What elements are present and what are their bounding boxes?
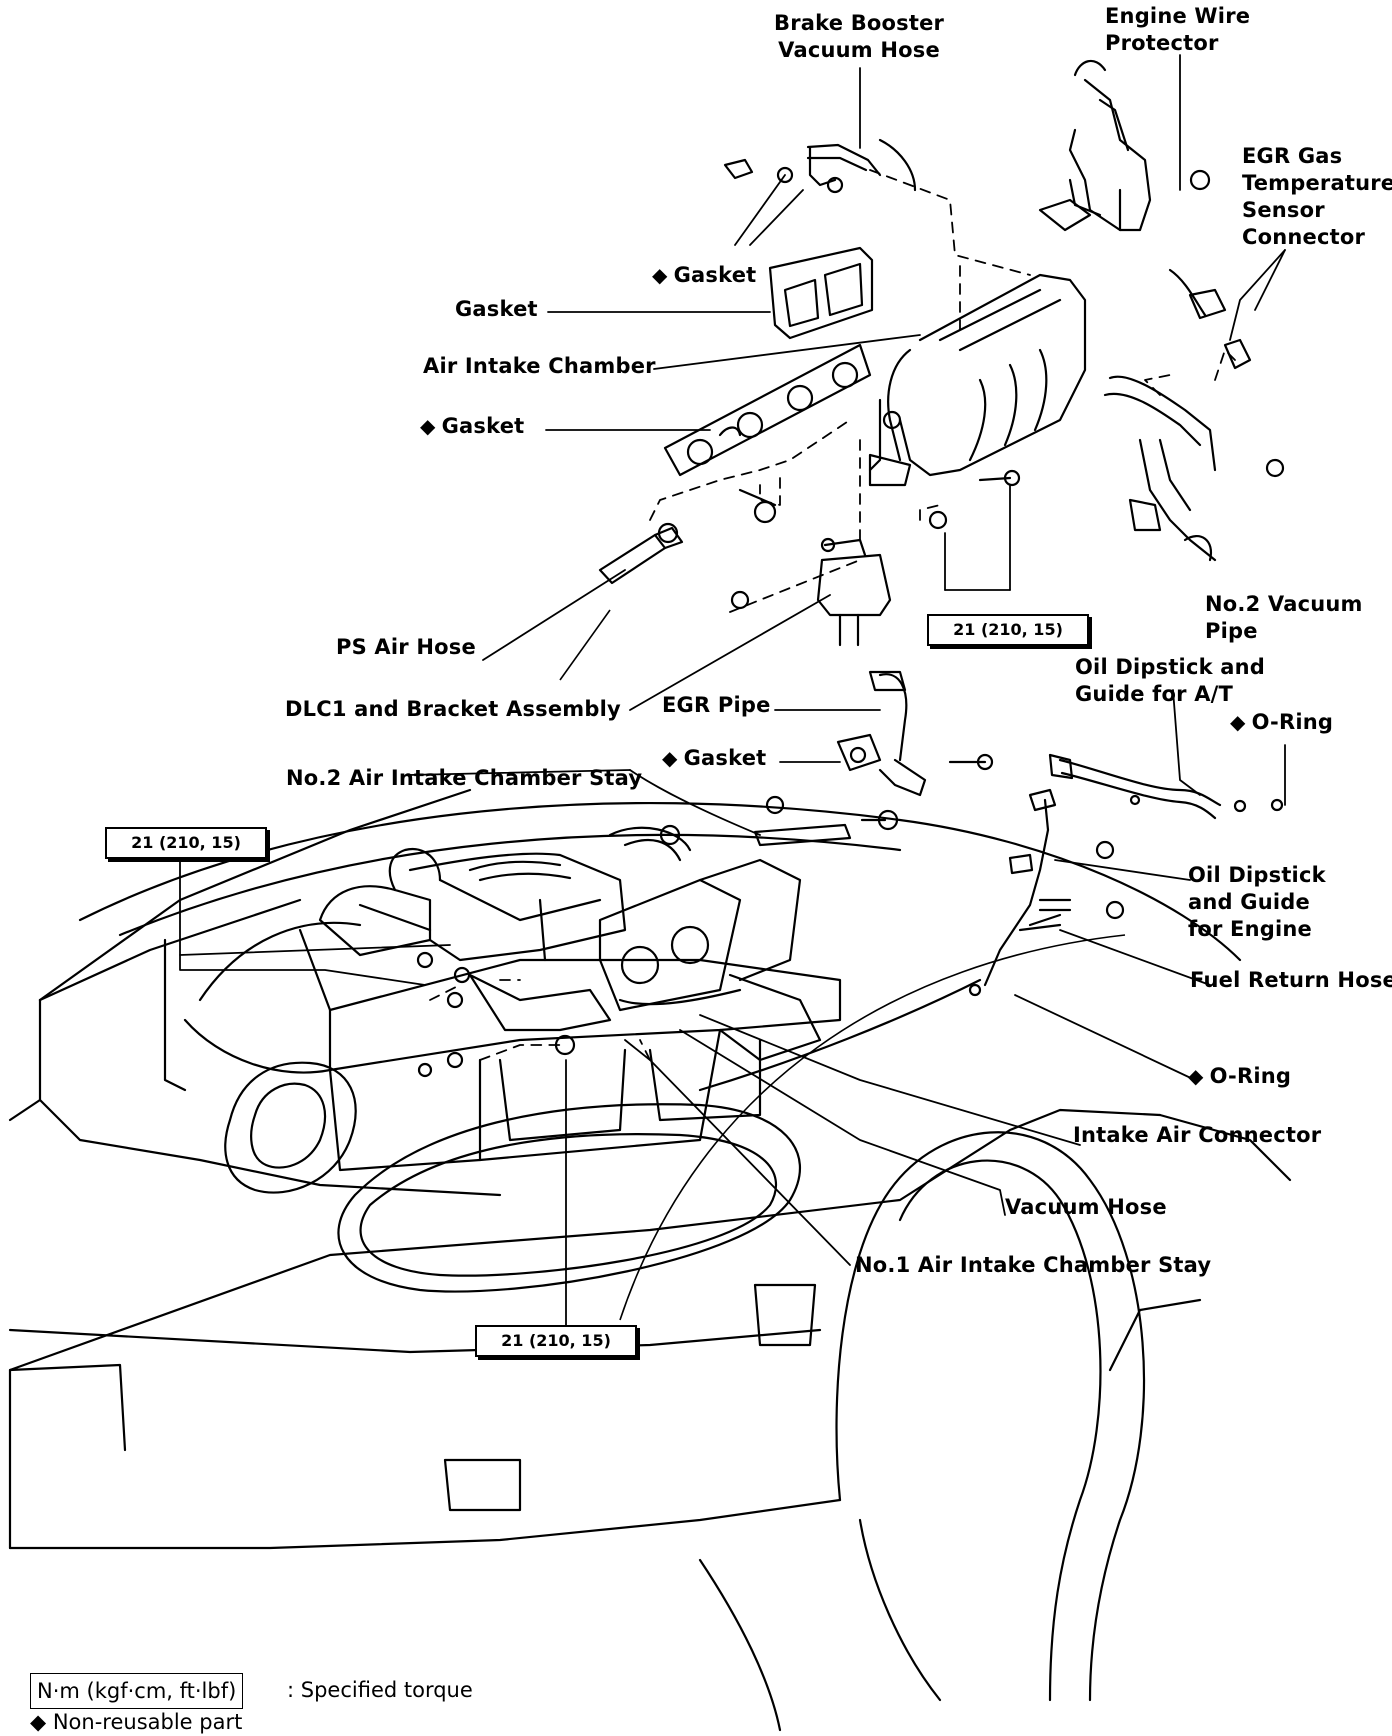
legend-nonreusable: ◆ Non-reusable part — [30, 1710, 242, 1734]
ps-air-hose-part — [598, 522, 684, 585]
diamond-icon: ◆ — [1230, 710, 1246, 734]
no2-vacuum-pipe-label: No.2 Vacuum Pipe — [1205, 591, 1363, 645]
egr-gas-sensor-label: EGR Gas Temperature Sensor Connector — [1242, 143, 1392, 251]
long-leaders — [559, 609, 1126, 1321]
no2-vacuum-pipe-part — [1103, 375, 1217, 562]
oil-dipstick-at-label: Oil Dipstick and Guide for A/T — [1075, 654, 1265, 708]
diamond-icon: ◆ — [30, 1710, 47, 1734]
gasket-manifold-label: ◆Gasket — [420, 413, 524, 440]
legend-nonreusable-text: Non-reusable part — [52, 1710, 243, 1734]
fuel-return-hose-part — [1038, 898, 1072, 912]
no2-stay-label: No.2 Air Intake Chamber Stay — [286, 766, 643, 790]
car-body — [8, 788, 1292, 1732]
no2-stay-part — [753, 823, 852, 847]
engine-wire-protector-label: Engine Wire Protector — [1105, 3, 1250, 57]
ps-air-hose-label: PS Air Hose — [336, 635, 476, 659]
label-line: Vacuum Hose — [778, 38, 940, 62]
torque-spec-bottom: 21 (210, 15) — [475, 1325, 637, 1357]
label-text: Gasket — [673, 263, 757, 287]
label-text: Gasket — [441, 414, 525, 438]
fuel-return-hose-label: Fuel Return Hose — [1190, 968, 1392, 992]
legend-torque-desc: : Specified torque — [287, 1678, 473, 1702]
label-text: O-Ring — [1251, 710, 1334, 734]
label-line: Brake Booster — [774, 11, 945, 35]
manifold-gasket-part — [663, 343, 872, 477]
diamond-icon: ◆ — [662, 746, 678, 770]
label-line: Guide for A/T — [1075, 682, 1234, 706]
egr-connector-part — [1168, 268, 1252, 370]
label-line: Oil Dipstick and — [1075, 655, 1266, 679]
label-line: Engine Wire — [1105, 4, 1251, 28]
egr-pipe-part — [836, 670, 927, 797]
intake-air-connector-label: Intake Air Connector — [1073, 1123, 1322, 1147]
air-intake-chamber-label: Air Intake Chamber — [423, 354, 656, 378]
diamond-icon: ◆ — [420, 414, 436, 438]
assembly-dashes — [429, 169, 1236, 1061]
label-line: Connector — [1242, 225, 1366, 249]
o-ring-bottom-label: ◆O-Ring — [1188, 1063, 1291, 1090]
label-text: O-Ring — [1209, 1064, 1292, 1088]
egr-pipe-label: EGR Pipe — [662, 693, 771, 717]
label-text: Gasket — [683, 746, 767, 770]
no1-stay-label: No.1 Air Intake Chamber Stay — [855, 1253, 1212, 1277]
air-intake-chamber-part — [868, 273, 1087, 487]
oil-dipstick-engine-label: Oil Dipstick and Guide for Engine — [1188, 862, 1326, 943]
vacuum-hose-label: Vacuum Hose — [1005, 1195, 1167, 1219]
brake-booster-hose-label: Brake Booster Vacuum Hose — [774, 10, 944, 64]
legend-torque-box: N·m (kgf·cm, ft·lbf) — [30, 1673, 244, 1709]
label-line: Oil Dipstick — [1188, 863, 1326, 887]
gasket-top-label: ◆Gasket — [652, 262, 756, 289]
engine-wire-protector-part — [1038, 59, 1152, 232]
diamond-icon: ◆ — [652, 263, 668, 287]
label-line: for Engine — [1188, 917, 1312, 941]
torque-spec-upper: 21 (210, 15) — [927, 614, 1089, 646]
dlc1-bracket-label: DLC1 and Bracket Assembly — [285, 697, 621, 721]
label-line: and Guide — [1188, 890, 1310, 914]
diamond-icon: ◆ — [1188, 1064, 1204, 1088]
engine-assembly — [183, 824, 842, 1172]
brake-booster-hose-part — [723, 138, 917, 194]
torque-spec-left: 21 (210, 15) — [105, 827, 267, 859]
gasket-plate-part — [768, 246, 874, 340]
label-line: Protector — [1105, 31, 1219, 55]
gasket-plate-label: Gasket — [455, 297, 538, 321]
label-line: EGR Gas — [1242, 144, 1343, 168]
label-line: No.2 Vacuum — [1205, 592, 1363, 616]
label-line: Temperature — [1242, 171, 1392, 195]
o-ring-top-label: ◆O-Ring — [1230, 709, 1333, 736]
label-line: Pipe — [1205, 619, 1258, 643]
oil-dipstick-engine-part — [983, 788, 1062, 987]
gasket-egr-label: ◆Gasket — [662, 745, 766, 772]
oil-dipstick-at-part — [1048, 753, 1247, 820]
dlc1-bracket-part — [816, 537, 892, 647]
label-line: Sensor — [1242, 198, 1325, 222]
